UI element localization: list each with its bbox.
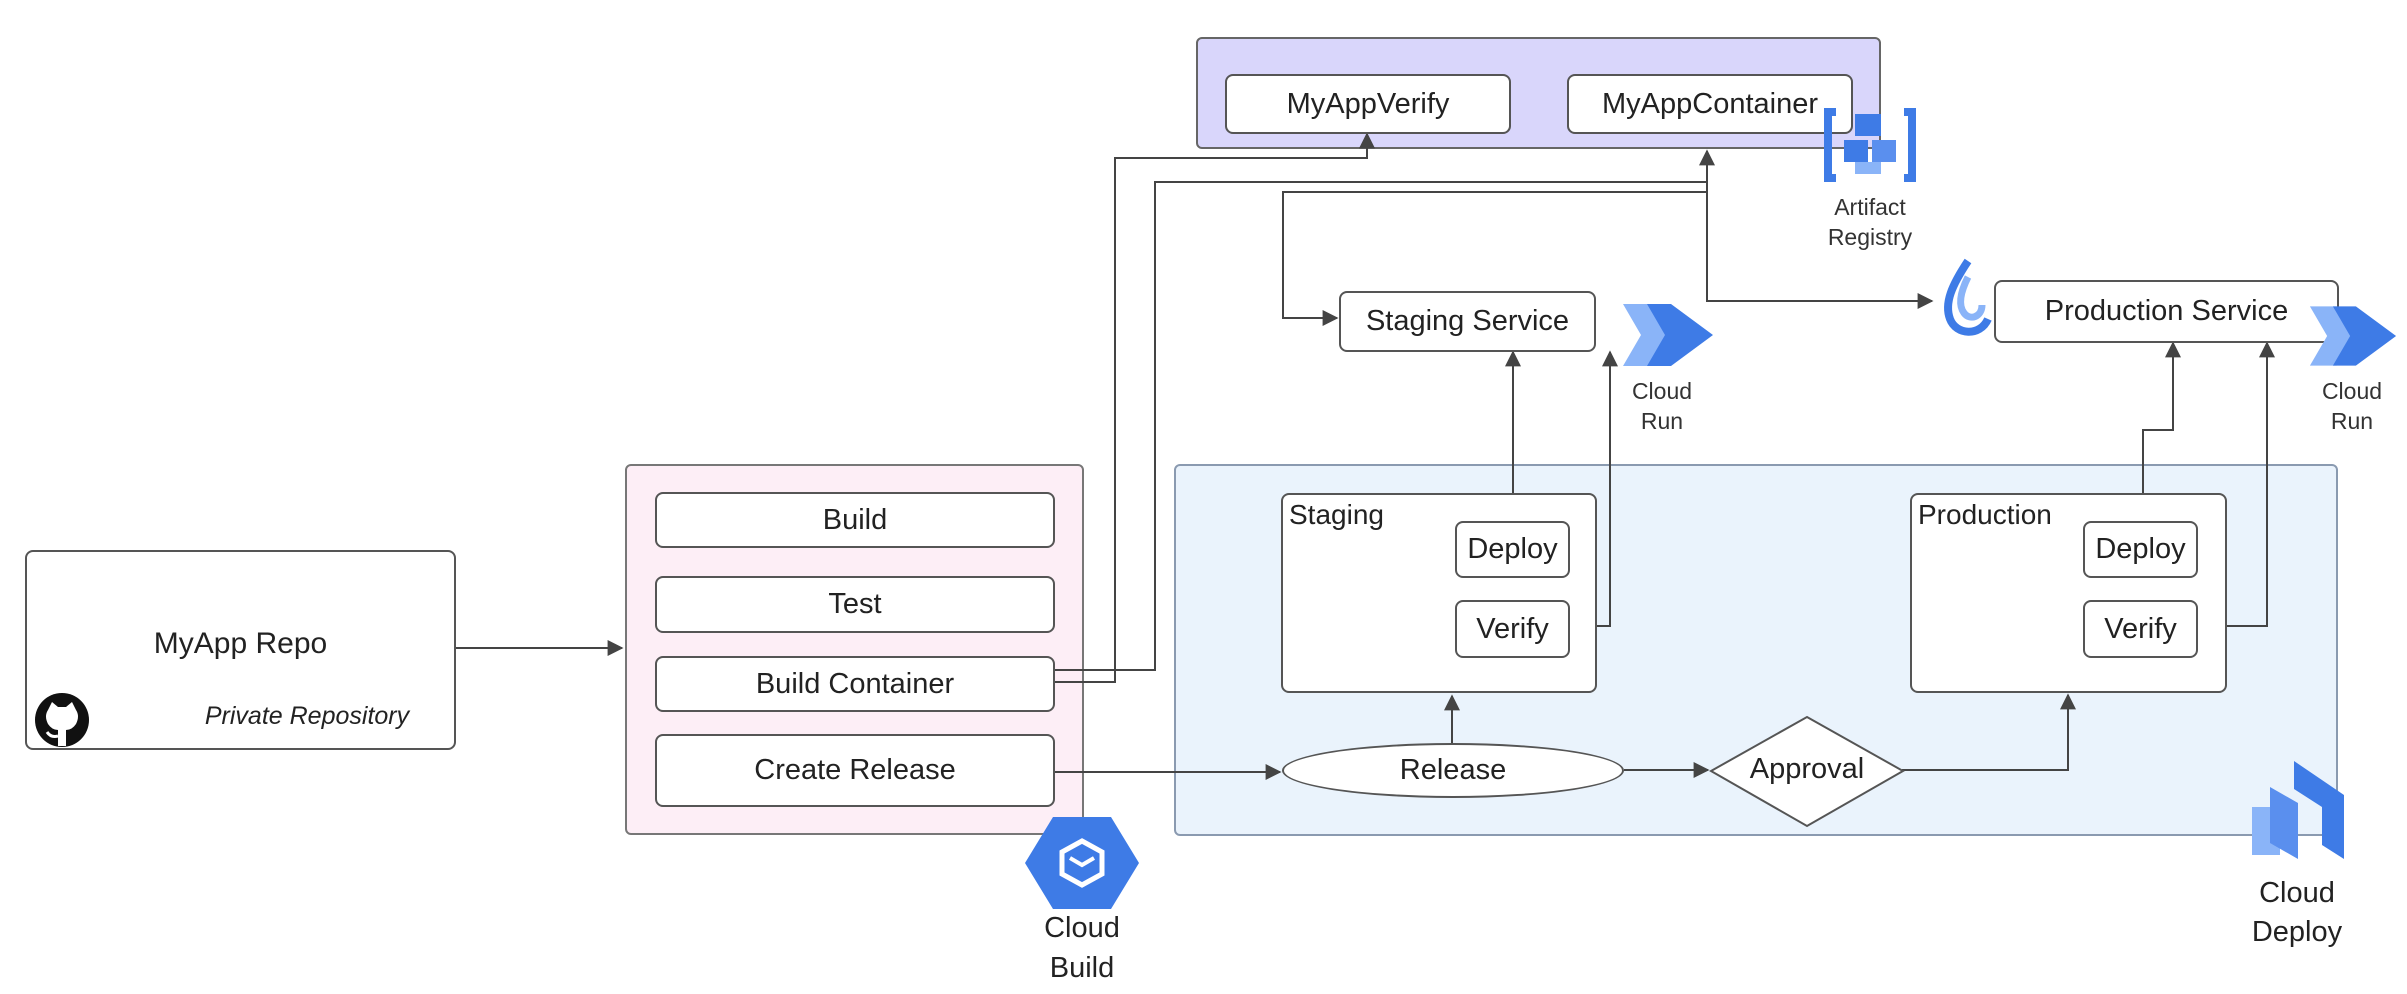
artifact-registry-label-line2: Registry (1827, 224, 1913, 250)
cloud-deploy-label-line2: Deploy (2251, 916, 2343, 948)
production-deploy-button[interactable]: Deploy (2083, 521, 2198, 578)
cloud-run-production-label-line1: Cloud (2321, 378, 2383, 404)
deploy-staging-title: Staging (1289, 499, 1384, 530)
build-step-create-release[interactable]: Create Release (655, 734, 1055, 807)
staging-deploy-button[interactable]: Deploy (1455, 521, 1570, 578)
repo-box[interactable]: MyApp Repo Private Repository (25, 550, 456, 750)
cloud-build-label-line2: Build (1049, 952, 1115, 984)
release-node[interactable]: Release (1282, 743, 1624, 798)
staging-verify-button[interactable]: Verify (1455, 600, 1570, 658)
build-step-test[interactable]: Test (655, 576, 1055, 633)
artifact-registry-icon (1822, 98, 1918, 186)
build-step-build[interactable]: Build (655, 492, 1055, 548)
cloud-build-label-line1: Cloud (1044, 912, 1120, 944)
production-verify-button[interactable]: Verify (2083, 600, 2198, 658)
staging-service[interactable]: Staging Service (1339, 291, 1596, 352)
registry-item-myappcontainer[interactable]: MyAppContainer (1567, 74, 1853, 134)
github-icon (29, 692, 95, 748)
cloud-deploy-label-line1: Cloud (2259, 877, 2335, 909)
repo-title: MyApp Repo (153, 627, 328, 660)
approval-label: Approval (1749, 753, 1865, 785)
binary-authorization-icon (1938, 255, 1998, 345)
artifact-registry-label-line1: Artifact (1834, 194, 1906, 220)
registry-item-myappverify[interactable]: MyAppVerify (1225, 74, 1511, 134)
cloud-run-icon (2308, 302, 2398, 370)
cloud-deploy-icon (2250, 755, 2348, 873)
cloud-run-icon (1621, 300, 1715, 370)
cloud-run-staging-label-line2: Run (1640, 408, 1684, 434)
build-step-build-container[interactable]: Build Container (655, 656, 1055, 712)
cloud-run-production-label-line2: Run (2330, 408, 2374, 434)
repo-subtitle: Private Repository (204, 702, 410, 730)
cloud-run-staging-label-line1: Cloud (1631, 378, 1693, 404)
production-service[interactable]: Production Service (1994, 280, 2339, 343)
deploy-production-title: Production (1918, 499, 2052, 530)
approval-node[interactable]: Approval (1709, 715, 1905, 828)
cloud-build-icon (1023, 815, 1141, 911)
